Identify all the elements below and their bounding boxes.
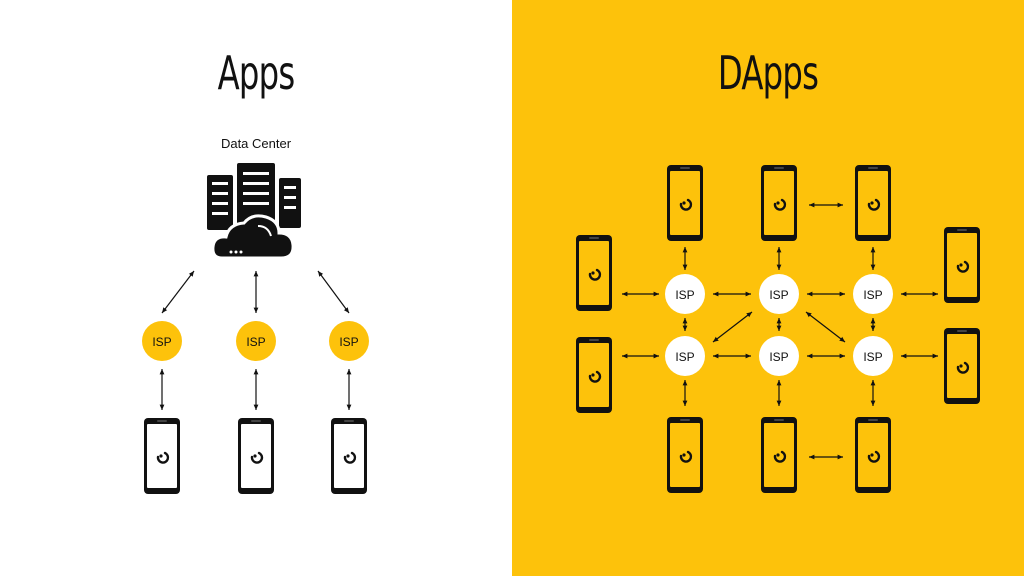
- cloud-icon: [211, 214, 295, 260]
- phone-icon: [853, 415, 893, 495]
- isp-label: ISP: [339, 335, 358, 349]
- isp-node: ISP: [759, 274, 799, 314]
- isp-node: ISP: [665, 274, 705, 314]
- phone-icon: [665, 163, 705, 243]
- dc-isp-links: [161, 270, 350, 314]
- phone-icon: [942, 326, 982, 406]
- phone-icon: [665, 415, 705, 495]
- isp-node: ISP: [853, 336, 893, 376]
- isp-label: ISP: [675, 288, 694, 302]
- phone-icon: [142, 416, 182, 496]
- phone-icon: [574, 335, 614, 415]
- isp-node: ISP: [665, 336, 705, 376]
- isp-label: ISP: [769, 350, 788, 364]
- isp-node: ISP: [329, 321, 369, 361]
- isp-node: ISP: [853, 274, 893, 314]
- dapps-title: DApps: [717, 46, 819, 100]
- isp-node: ISP: [236, 321, 276, 361]
- isp-label: ISP: [769, 288, 788, 302]
- isp-label: ISP: [863, 350, 882, 364]
- isp-label: ISP: [246, 335, 265, 349]
- phone-icon: [853, 163, 893, 243]
- phone-icon: [236, 416, 276, 496]
- phone-icon: [574, 233, 614, 313]
- isp-node: ISP: [142, 321, 182, 361]
- isp-label: ISP: [675, 350, 694, 364]
- phone-icon: [759, 163, 799, 243]
- apps-title: Apps: [217, 46, 296, 100]
- isp-phone-links: [159, 369, 352, 410]
- isp-label: ISP: [863, 288, 882, 302]
- phone-icon: [942, 225, 982, 305]
- isp-label: ISP: [152, 335, 171, 349]
- mesh-links: [622, 202, 938, 460]
- isp-node: ISP: [759, 336, 799, 376]
- phone-icon: [759, 415, 799, 495]
- phone-icon: [329, 416, 369, 496]
- data-center-label: Data Center: [220, 136, 292, 151]
